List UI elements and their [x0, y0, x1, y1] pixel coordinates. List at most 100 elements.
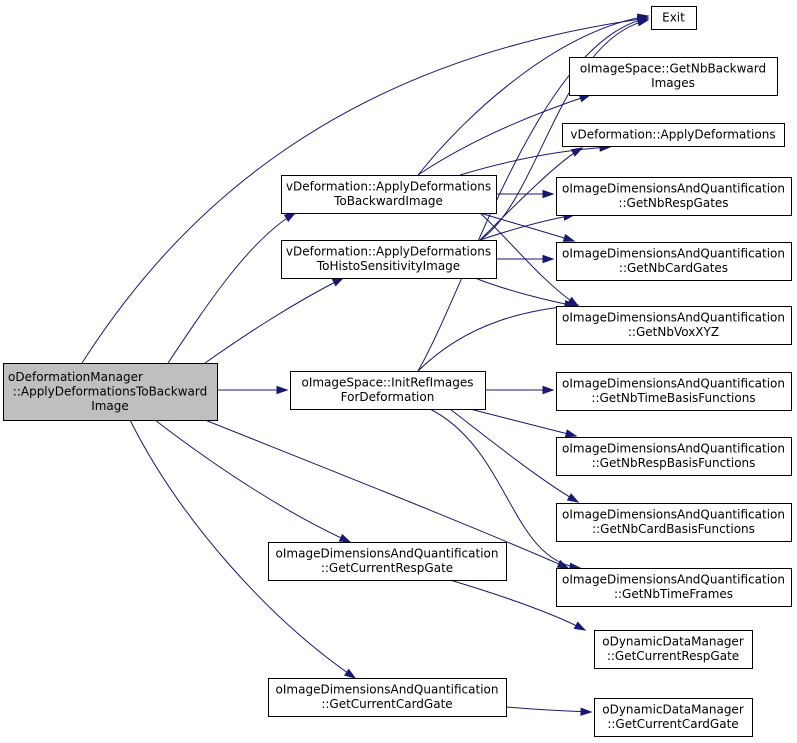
node-nbResp[interactable]: oImageDimensionsAndQuantification::GetNb…	[556, 177, 792, 216]
edge-initRef-to-nbRespBasis	[469, 408, 578, 438]
edge-line	[417, 94, 591, 176]
node-label-line: Exit	[662, 10, 685, 24]
node-label-line: oDynamicDataManager	[602, 703, 744, 717]
edge-root-to-vDefHisto	[204, 277, 345, 364]
node-dynCard[interactable]: oDynamicDataManager::GetCurrentCardGate	[594, 698, 753, 737]
node-applyDef[interactable]: vDeformation::ApplyDeformations	[562, 123, 785, 147]
edge-arrowhead	[276, 385, 289, 395]
edge-curCard-to-dynCard	[505, 706, 593, 716]
edge-line	[449, 408, 579, 503]
edge-arrowhead	[331, 277, 345, 287]
edge-initRef-to-nbCardBasis	[449, 408, 580, 503]
edge-line	[479, 212, 579, 307]
node-nbTimeFrames[interactable]: oImageDimensionsAndQuantification::GetNb…	[556, 568, 792, 607]
edge-root-to-initRef	[217, 385, 289, 395]
node-label-line: ::GetCurrentRespGate	[321, 561, 453, 575]
node-box[interactable]	[268, 542, 507, 581]
node-label-line: oImageDimensionsAndQuantification	[562, 247, 785, 261]
node-vDefHisto[interactable]: vDeformation::ApplyDeformationsToHistoSe…	[281, 240, 497, 279]
node-box[interactable]	[594, 630, 753, 669]
edge-line	[417, 17, 649, 372]
node-box[interactable]	[651, 6, 697, 30]
node-nbTimeBasis[interactable]: oImageDimensionsAndQuantification::GetNb…	[556, 372, 792, 411]
node-label-line: ::GetCurrentRespGate	[607, 649, 739, 663]
node-label-line: ToBackwardImage	[333, 194, 443, 208]
node-label-line: Images	[651, 76, 695, 90]
node-box[interactable]	[594, 698, 753, 737]
node-box[interactable]	[3, 363, 218, 421]
edge-arrowhead	[636, 15, 650, 25]
node-label-line: ::GetNbRespGates	[618, 196, 728, 210]
node-label-line: Image	[91, 399, 129, 413]
node-nbCard[interactable]: oImageDimensionsAndQuantification::GetNb…	[556, 242, 792, 281]
edge-arrowhead	[566, 493, 580, 503]
edge-line	[459, 146, 611, 176]
node-label-line: oImageDimensionsAndQuantification	[562, 442, 785, 456]
node-box[interactable]	[556, 306, 792, 345]
edge-line	[154, 419, 351, 543]
edge-line	[417, 15, 649, 176]
node-label-line: ::GetCurrentCardGate	[321, 697, 452, 711]
node-dynResp[interactable]: oDynamicDataManager::GetCurrentRespGate	[594, 630, 753, 669]
node-nbVox[interactable]: oImageDimensionsAndQuantification::GetNb…	[556, 306, 792, 345]
node-box[interactable]	[569, 57, 778, 96]
node-box[interactable]	[290, 371, 486, 410]
edge-vDefHisto-to-applyDef	[479, 147, 584, 241]
edge-arrowhead	[343, 668, 357, 679]
node-vDefBwd[interactable]: vDeformation::ApplyDeformationsToBackwar…	[281, 175, 497, 214]
edge-arrowhead	[564, 429, 578, 438]
edge-arrowhead	[573, 621, 587, 631]
node-label-line: vDeformation::ApplyDeformations	[570, 127, 775, 141]
node-label-line: ::GetNbTimeBasisFunctions	[591, 391, 755, 405]
node-root[interactable]: oDeformationManager::ApplyDeformationsTo…	[3, 363, 218, 421]
edge-line	[129, 419, 356, 679]
node-curResp[interactable]: oImageDimensionsAndQuantification::GetCu…	[268, 542, 507, 581]
edge-vDefBwd-to-nbResp	[495, 189, 555, 199]
node-label-line: oDynamicDataManager	[602, 635, 744, 649]
node-box[interactable]	[562, 123, 785, 147]
node-label-line: ::GetNbCardGates	[619, 261, 728, 275]
node-box[interactable]	[281, 175, 497, 214]
edge-arrowhead	[338, 533, 352, 543]
node-label-line: ::ApplyDeformationsToBackward	[13, 384, 207, 398]
node-nbRespBasis[interactable]: oImageDimensionsAndQuantification::GetNb…	[556, 437, 792, 476]
node-label-line: ToHistoSensitivityImage	[316, 259, 460, 273]
node-label-line: ::GetCurrentCardGate	[607, 717, 738, 731]
edge-arrowhead	[580, 707, 593, 716]
edges-layer	[81, 13, 650, 716]
node-box[interactable]	[556, 503, 792, 542]
edge-line	[429, 408, 581, 569]
edge-arrowhead	[542, 189, 555, 199]
node-label-line: oImageDimensionsAndQuantification	[562, 508, 785, 522]
edge-vDefHisto-to-nbCard	[496, 254, 555, 264]
node-curCard[interactable]: oImageDimensionsAndQuantification::GetCu…	[268, 678, 507, 717]
edge-vDefBwd-to-applyDef	[459, 143, 612, 176]
node-box[interactable]	[556, 372, 792, 411]
node-label-line: oImageSpace::GetNbBackward	[580, 62, 766, 76]
node-exit[interactable]: Exit	[651, 6, 697, 30]
edge-line	[469, 408, 577, 437]
node-box[interactable]	[556, 242, 792, 281]
edge-arrowhead	[542, 385, 555, 395]
edge-arrowhead	[283, 212, 297, 223]
edge-initRef-to-exit	[417, 15, 650, 372]
node-nbCardBasis[interactable]: oImageDimensionsAndQuantification::GetNb…	[556, 503, 792, 542]
edge-root-to-vDefBwd	[167, 212, 297, 364]
edge-arrowhead	[570, 147, 584, 157]
edge-root-to-curResp	[154, 419, 352, 543]
node-box[interactable]	[556, 177, 792, 216]
node-box[interactable]	[268, 678, 507, 717]
node-label-line: oDeformationManager	[8, 370, 143, 384]
node-box[interactable]	[281, 240, 497, 279]
edge-line	[204, 419, 569, 569]
edge-initRef-to-nbVox	[417, 301, 580, 372]
edge-line	[449, 579, 586, 631]
node-label-line: oImageDimensionsAndQuantification	[276, 547, 499, 561]
node-label-line: ::GetNbCardBasisFunctions	[592, 522, 755, 536]
node-box[interactable]	[556, 568, 792, 607]
node-box[interactable]	[556, 437, 792, 476]
node-label-line: vDeformation::ApplyDeformations	[286, 180, 491, 194]
